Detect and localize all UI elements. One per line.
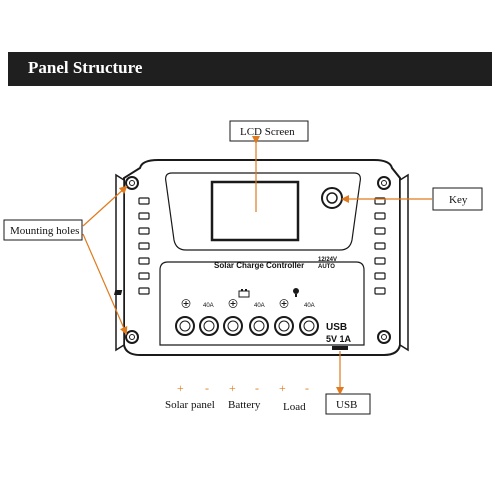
mounting-hole-bottom-left — [125, 330, 139, 344]
callout-usb — [325, 351, 371, 415]
solar-panel-indicator-icon — [113, 290, 123, 295]
terminal-rating-load: 40A — [304, 303, 315, 309]
polarity-solar-plus: + — [177, 381, 184, 395]
callout-lcd-screen-label: LCD Screen — [240, 126, 295, 138]
terminal-plus-icon-solar — [181, 299, 191, 308]
callout-usb-label: USB — [336, 399, 357, 411]
terminal-screw-load-plus — [274, 316, 294, 336]
device-usb-label: USB — [326, 322, 347, 333]
polarity-battery-plus: + — [229, 381, 236, 395]
mounting-hole-top-left — [125, 176, 139, 190]
key-button[interactable] — [321, 187, 343, 209]
device-mode: AUTO — [318, 264, 335, 270]
usb-port — [332, 346, 348, 350]
group-label-battery: Battery — [228, 399, 261, 411]
mounting-hole-top-right — [377, 176, 391, 190]
polarity-battery-minus: - — [255, 381, 259, 395]
device-name: Solar Charge Controller — [214, 261, 304, 270]
lcd-screen — [210, 180, 300, 242]
terminal-screw-load-minus — [299, 316, 319, 336]
title-banner: Panel Structure — [8, 52, 492, 86]
terminal-plus-icon-load — [279, 299, 289, 308]
group-label-load: Load — [283, 401, 306, 413]
battery-indicator-icon — [238, 289, 250, 298]
terminal-rating-battery: 40A — [254, 303, 265, 309]
device-voltage: 12/24V — [318, 257, 337, 263]
mounting-hole-bottom-right — [377, 330, 391, 344]
terminal-rating-solar: 40A — [203, 303, 214, 309]
callout-key-label: Key — [449, 194, 468, 206]
callout-mounting-holes — [3, 185, 128, 335]
terminal-plus-icon-battery — [228, 299, 238, 308]
terminal-screw-solar-minus — [199, 316, 219, 336]
terminal-screw-battery-minus — [249, 316, 269, 336]
terminal-screw-solar-plus — [175, 316, 195, 336]
callout-mounting-holes-label: Mounting holes — [10, 225, 79, 237]
device-usb-spec: 5V 1A — [326, 334, 352, 344]
banner-title: Panel Structure — [28, 58, 143, 77]
polarity-load-plus: + — [279, 381, 286, 395]
group-label-solar-panel: Solar panel — [165, 399, 215, 411]
terminal-screw-battery-plus — [223, 316, 243, 336]
callout-lcd-screen — [229, 120, 309, 212]
callout-key — [341, 187, 483, 211]
polarity-solar-minus: - — [205, 381, 209, 395]
polarity-load-minus: - — [305, 381, 309, 395]
bulb-indicator-icon — [293, 288, 299, 297]
